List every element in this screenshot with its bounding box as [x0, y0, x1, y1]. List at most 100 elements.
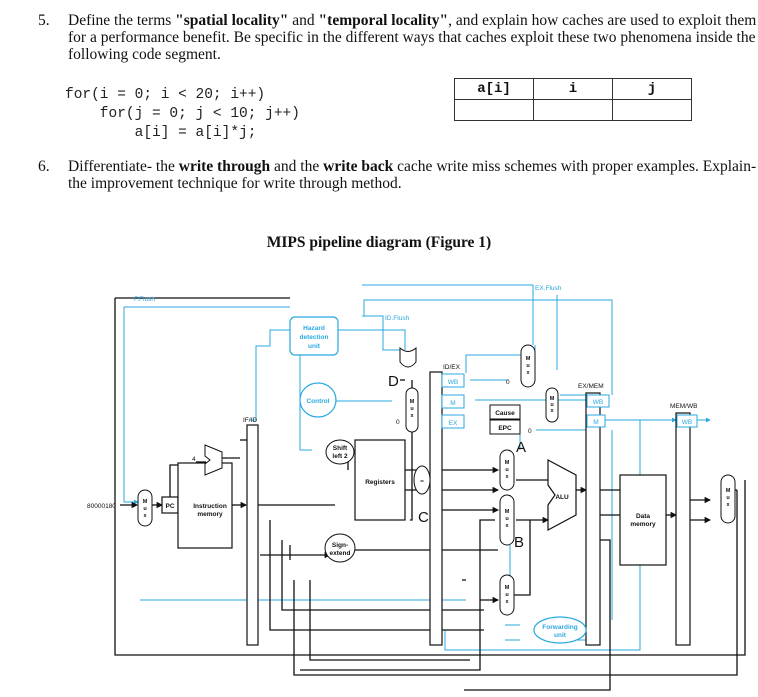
control-label: Control: [306, 398, 329, 405]
epc-register: [489, 419, 521, 435]
table-cell: [612, 99, 692, 121]
annotation-d: D: [388, 373, 399, 390]
cause-register: [489, 404, 521, 420]
shift-label-1: Shift: [333, 445, 348, 452]
hazard-label-2: detection: [300, 334, 329, 341]
svg-text:u: u: [505, 516, 508, 522]
m-label: M: [450, 400, 455, 407]
registers-label: Registers: [365, 479, 395, 486]
sign-extend-label-1: Sign-: [332, 542, 348, 549]
term-write-through: write through: [178, 158, 271, 175]
forwarding-label-2: unit: [554, 632, 567, 639]
question-number: 5.: [38, 12, 50, 29]
code-line-2: for(j = 0; j < 10; j++): [65, 106, 300, 122]
mux-labels: Mux Mux Mux Mux Mux Mux Mux Mux: [143, 356, 731, 605]
alu-a-mux: [499, 449, 515, 491]
code-line-1: for(i = 0; i < 20; i++): [65, 87, 266, 103]
svg-text:M: M: [526, 356, 531, 362]
id-ex-register: [429, 371, 443, 646]
equal-label: =: [420, 478, 424, 485]
regdst-mux: [499, 574, 515, 616]
alu-label: ALU: [555, 494, 569, 501]
pc-mux: [137, 489, 153, 527]
svg-text:x: x: [505, 523, 509, 529]
svg-text:M: M: [143, 499, 148, 505]
question-text: Define the terms "spatial locality" and …: [68, 12, 757, 63]
question-6: 6. Differentiate- the write through and …: [38, 158, 758, 198]
ex-mem-register: [585, 392, 601, 646]
id-ex-label: ID/EX: [443, 364, 461, 371]
wb-label: WB: [448, 379, 458, 386]
branch-or-gate: [399, 346, 417, 368]
svg-text:x: x: [505, 599, 509, 605]
data-memory-label-2: memory: [630, 521, 656, 528]
svg-text:x: x: [410, 413, 414, 419]
instruction-memory-label-1: Instruction: [193, 503, 227, 510]
term-temporal-locality: "temporal locality": [318, 12, 449, 29]
annotation-a: A: [516, 439, 526, 456]
annotation-c: C: [418, 509, 429, 526]
hazard-detection-unit: [289, 316, 339, 356]
ex-flush-mux: [520, 344, 536, 388]
shift-left-2: [325, 439, 355, 465]
code-line-3: a[i] = a[i]*j;: [65, 125, 257, 141]
m-label: M: [593, 419, 598, 426]
svg-text:u: u: [505, 467, 508, 473]
svg-text:M: M: [410, 399, 415, 405]
instruction-memory-label-2: memory: [197, 511, 223, 518]
wb-label: WB: [682, 419, 692, 426]
forwarding-label-1: Forwarding: [542, 624, 577, 631]
if-id-label: IF/ID: [243, 417, 257, 424]
forwarding-unit: [533, 616, 587, 644]
control-unit: [299, 382, 337, 418]
alu-b-mux: [499, 494, 515, 546]
zero-label: 0: [396, 419, 400, 426]
mem-wb-register: [675, 412, 691, 646]
sign-extend: [324, 533, 356, 563]
pc-adder: [204, 444, 223, 476]
svg-text:x: x: [505, 474, 509, 480]
wb-label: WB: [593, 399, 603, 406]
svg-text:x: x: [143, 513, 147, 519]
exception-address-label: 80000180: [87, 503, 116, 510]
question-5: 5. Define the terms "spatial locality" a…: [38, 12, 758, 72]
svg-text:u: u: [726, 495, 729, 501]
ex-flush-label: EX.Flush: [535, 285, 562, 292]
id-flush-mux: [405, 387, 419, 433]
cause-label: Cause: [495, 410, 515, 417]
variable-table: a[i] i j: [454, 78, 692, 121]
svg-text:M: M: [505, 509, 510, 515]
pc-label: PC: [165, 503, 174, 510]
svg-text:u: u: [550, 402, 553, 408]
svg-text:u: u: [526, 363, 529, 369]
annotation-b: B: [514, 534, 524, 551]
svg-text:u: u: [143, 506, 146, 512]
svg-text:u: u: [505, 592, 508, 598]
table-header: a[i]: [454, 78, 534, 100]
zero-label: 0: [506, 379, 510, 386]
id-flush-label: ID.Flush: [385, 315, 410, 322]
question-text: Differentiate- the write through and the…: [68, 158, 757, 192]
data-memory: [619, 474, 667, 566]
epc-label: EPC: [498, 425, 512, 432]
hazard-label-3: unit: [308, 343, 321, 350]
alu: [547, 458, 577, 532]
svg-text:u: u: [410, 406, 413, 412]
svg-text:x: x: [550, 408, 554, 414]
svg-text:M: M: [505, 585, 510, 591]
four-label: 4: [192, 456, 196, 463]
term-spatial-locality: "spatial locality": [175, 12, 289, 29]
svg-text:M: M: [726, 488, 731, 494]
ex-mem-label: EX/MEM: [578, 383, 604, 390]
writeback-mux: [720, 474, 736, 524]
figure-title: MIPS pipeline diagram (Figure 1): [266, 234, 492, 251]
sign-extend-label-2: extend: [330, 550, 351, 557]
register-file: [354, 439, 406, 521]
question-number: 6.: [38, 158, 50, 175]
components: [137, 316, 736, 646]
svg-text:x: x: [726, 502, 730, 508]
mem-wb-label: MEM/WB: [670, 403, 697, 410]
f-flush-label: F.Flush: [134, 296, 155, 303]
instruction-memory: [177, 462, 233, 549]
